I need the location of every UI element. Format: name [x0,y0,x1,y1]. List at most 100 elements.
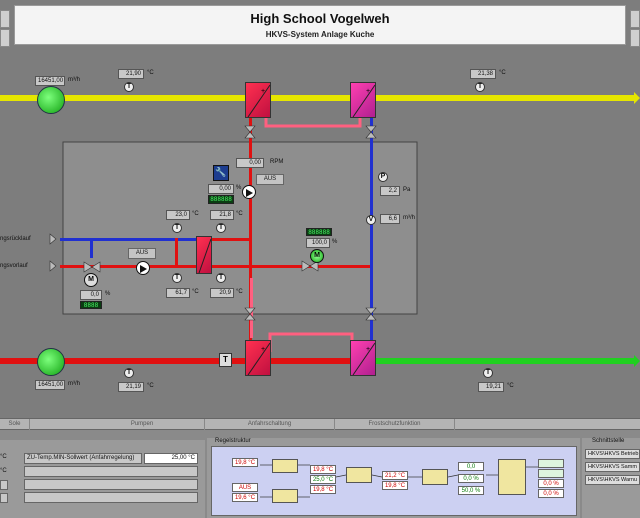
valve-lcd: 8888 [80,301,102,309]
temp-controller-icon[interactable]: T [219,353,232,367]
heat-exchanger-bottom-right[interactable]: + [350,340,376,376]
blower-top-icon[interactable] [37,86,65,114]
valve-mix-2 [309,260,319,272]
heat-exchanger-middle[interactable] [196,236,212,274]
pump-percent-value: 0,00 [208,184,234,194]
left-scroll-button[interactable] [0,10,10,28]
blower-bottom-icon[interactable] [37,348,65,376]
regel-result-1b [538,469,564,478]
red-pipe [0,358,375,364]
red-branch [175,238,178,265]
yellow-pipe [0,95,634,101]
valve-bot-right-2 [365,313,377,321]
left-scroll-button-2[interactable] [0,29,10,47]
top-temp-left: 21,90 [118,69,144,79]
pipe-diagram [0,92,640,367]
valve-percent-unit: % [105,291,111,297]
schnittstelle-item-samm[interactable]: HKVS\HKVS Samm [585,462,640,472]
volume-unit: m³/h [403,215,415,221]
regel-out-2: 0,0 % [458,474,484,483]
temp-d-sensor[interactable]: T [216,273,226,283]
regel-result-2: 0,0 % [538,479,564,488]
secondary-pump-status[interactable]: AUS [128,248,156,259]
page-subtitle: HKVS-System Anlage Kuche [265,30,375,39]
tab-anfahrschaltung[interactable]: Anfahrschaltung [205,419,335,430]
bottom-flow-value: 16451,00 [35,380,65,390]
valve-left-3way-2 [91,261,101,273]
valve-top-left [244,125,256,133]
pump-main-icon[interactable] [242,185,256,199]
empty-field-2 [24,479,198,490]
bottom-temp-right: 19,21 [478,382,504,392]
tab-frostschutzfunktion[interactable]: Frostschutzfunktion [335,419,455,430]
mix-lcd: 888888 [306,228,332,236]
regel-block-2[interactable] [272,489,298,503]
pump-status-button[interactable]: AUS [256,174,284,185]
top-temp-sensor-right[interactable]: T [475,82,485,92]
right-scroll-button[interactable] [630,10,640,28]
temp-a-value: 23,0 [166,210,190,220]
regel-block-5[interactable] [498,459,526,495]
bottom-temp-sensor-left[interactable]: T [124,368,134,378]
regel-block-3[interactable] [346,467,372,483]
left-stub-1 [0,480,8,490]
valve-motor-icon[interactable]: M [84,273,98,287]
temp-a-unit: °C [192,211,199,217]
left-stub-2 [0,493,8,503]
regel-out-3: 50,0 % [458,486,484,495]
temp-d-value: 20,9 [210,288,234,298]
schnittstelle-panel: Schnittstelle HKVS\HKVS Betrieb HKVS\HKV… [582,438,640,518]
valve-mix [301,260,311,272]
temp-d-unit: °C [236,289,243,295]
empty-field-1 [24,466,198,477]
tab-sole[interactable]: Sole [0,419,30,430]
top-flow-unit: m³/h [68,77,80,83]
temp-c-sensor[interactable]: T [172,273,182,283]
header-panel: High School Vogelweh HKVS-System Anlage … [14,5,626,45]
tab-row: Sole Pumpen Anfahrschaltung Frostschutzf… [0,418,640,430]
pressure-unit: Pa [403,187,411,193]
right-scroll-button-2[interactable] [630,29,640,47]
svg-text:+: + [366,346,370,353]
heat-exchanger-bottom-left[interactable]: + [245,340,271,376]
temp-a-sensor[interactable]: T [172,223,182,233]
valve-top-left-2 [244,131,256,139]
volume-sensor[interactable]: V [366,215,376,225]
bottom-temp-sensor-right[interactable]: T [483,368,493,378]
heat-exchanger-top-right[interactable]: + [350,82,376,118]
setpoint-label-field: ZU-Temp.MIN-Sollwert (Anfahrregelung) [24,453,142,464]
blue-riser-mid [90,238,93,258]
wrench-icon[interactable]: 🔧 [213,165,229,181]
valve-left-3way [83,261,93,273]
regel-mid-2: 25,0 °C [310,475,336,484]
valve-left-return [49,233,57,245]
mix-motor-icon[interactable]: M [310,249,324,263]
top-temp-sensor-left[interactable]: T [124,82,134,92]
valve-bot-left [244,307,256,315]
valve-left-supply [49,260,57,272]
side-label-2: °C [0,468,7,474]
pump-rpm-unit: RPM [270,159,284,165]
mix-percent-unit: % [332,239,338,245]
temp-c-value: 61,7 [166,288,190,298]
side-label-1: °C [0,454,7,460]
secondary-pump-icon[interactable] [136,261,150,275]
red-to-hx [210,238,252,241]
regel-sp-1: 21,2 °C [382,471,408,480]
schnittstelle-item-betrieb[interactable]: HKVS\HKVS Betrieb [585,449,640,459]
top-temp-left-unit: °C [147,70,154,76]
regel-block-4[interactable] [422,469,448,485]
regel-block-1[interactable] [272,459,298,473]
temp-b-sensor[interactable]: T [216,223,226,233]
schnittstelle-item-warnung[interactable]: HKVS\HKVS Warnu [585,475,640,485]
heat-exchanger-top-left[interactable]: + [245,82,271,118]
yellow-arrow [634,92,640,104]
tab-pumpen[interactable]: Pumpen [80,419,205,430]
valve-bot-right [365,307,377,315]
red-supply [60,265,200,268]
pressure-sensor[interactable]: P [378,172,388,182]
top-temp-right: 21,38 [470,69,496,79]
page-title: High School Vogelweh [250,11,390,26]
setpoint-input[interactable]: 25,00 °C [144,453,198,464]
bottom-temp-right-unit: °C [507,383,514,389]
